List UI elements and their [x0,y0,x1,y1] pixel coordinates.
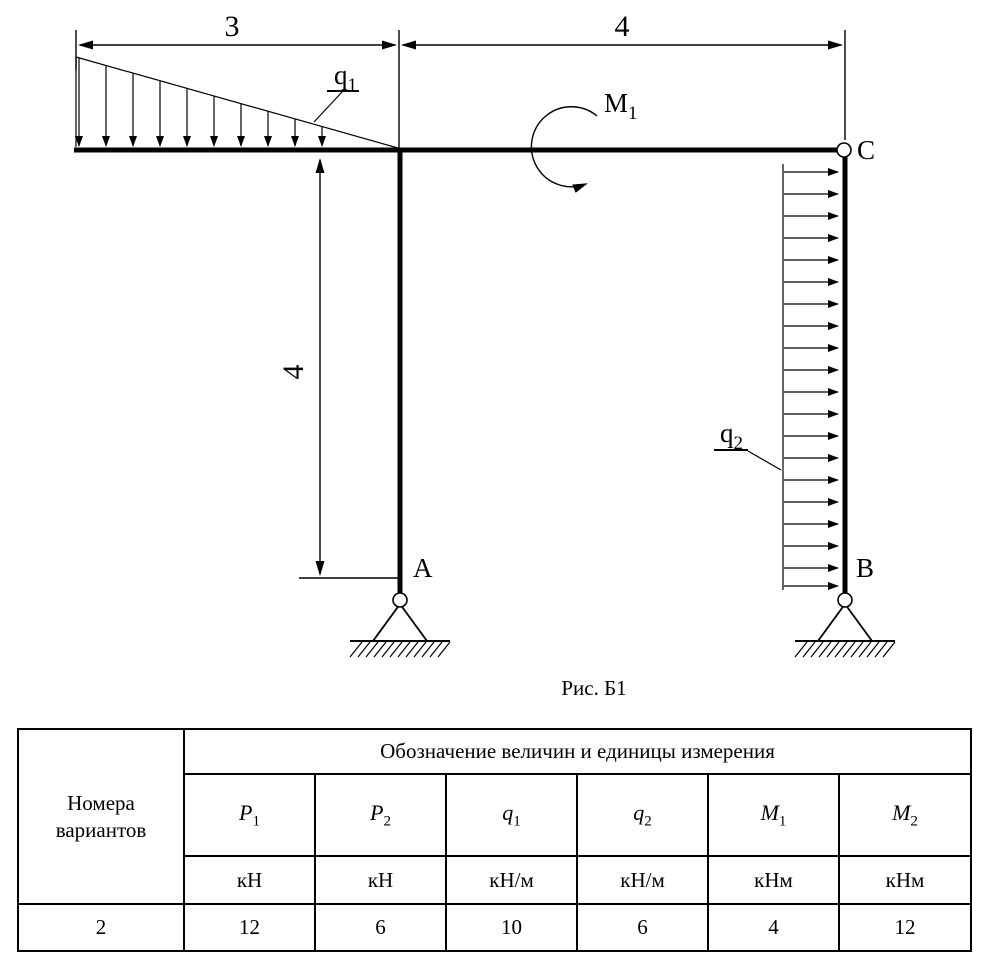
symbol-base: P [239,799,253,825]
unit-cell-q1: кН/м [445,855,578,905]
q1-slope-line [75,56,399,149]
symbol-sub: 1 [513,813,521,830]
q1-leader-line [313,91,343,123]
unit-cell-p2: кН [314,855,447,905]
unit-cell-q2: кН/м [576,855,709,905]
group-header-row: Номера вариантов Обозначение величин и е… [17,728,973,905]
q1-label: q1 [334,60,357,96]
symbol-cell-p1: P1 [183,773,316,857]
data-row: 2 12 6 10 6 4 12 [17,903,973,952]
symbol-cell-p2: P2 [314,773,447,857]
support-b [794,592,896,658]
load-q1: q1 [75,56,399,149]
value-cell-m2: 12 [837,903,973,952]
symbol-cell-m2: M2 [837,773,973,857]
moment-arc [530,106,598,193]
dim-label-top-right: 4 [615,10,630,43]
symbol-sub: 2 [383,813,391,830]
symbol-sub: 1 [778,813,787,830]
dim-label-height: 4 [277,365,310,380]
unit-cell-p1: кН [183,855,316,905]
value-cell-p1: 12 [183,903,316,952]
hinge-c-circle [836,142,852,158]
symbol-cell-q1: q1 [445,773,578,857]
frame-diagram: 3 4 q1 M [74,10,896,700]
variants-header-cell: Номера вариантов [17,728,185,905]
units-row: кН кН кН/м кН/м кНм кНм [18,855,973,905]
variant-number-cell: 2 [17,903,185,952]
dimension-left-height: 4 [277,158,398,579]
ground-hatching [794,641,896,658]
dim-label-top-left: 3 [225,10,240,43]
symbol-cell-q2: q2 [576,773,709,857]
moment-m1: M1 [530,88,638,193]
support-a [349,592,451,658]
q2-label: q2 [720,418,743,454]
variants-table: Номера вариантов Обозначение величин и е… [17,728,973,952]
value-cell-m1: 4 [707,903,840,952]
value-cell-q1: 10 [445,903,578,952]
symbol-sub: 2 [910,813,918,830]
symbol-cell-m1: M1 [707,773,840,857]
symbols-row: P1 P2 q1 q2 M1 M2 [18,773,973,857]
q2-leader-line [747,450,782,471]
node-b-label: B [856,553,874,583]
symbol-sub: 1 [252,813,260,830]
support-triangle [371,602,429,642]
support-pin-circle [837,592,853,608]
value-cell-p2: 6 [314,903,447,952]
node-a-label: A [413,553,433,583]
support-pin-circle [392,592,408,608]
symbol-base: P [370,799,384,825]
group-header-cell: Обозначение величин и единицы измерения [182,728,973,775]
support-triangle [816,602,874,642]
load-q2: q2 [714,164,839,590]
dimension-top: 3 4 [75,10,846,148]
symbol-base: M [892,799,911,825]
ground-hatching [349,641,451,658]
node-c-label: C [857,135,875,165]
value-cell-q2: 6 [576,903,709,952]
m1-label: M1 [604,88,638,124]
unit-cell-m1: кНм [707,855,840,905]
unit-cell-m2: кНм [837,855,973,905]
symbol-sub: 2 [644,813,652,830]
figure-caption: Рис. Б1 [561,676,626,700]
symbol-base: M [760,799,779,825]
symbol-base: q [502,799,514,825]
frame-members [74,147,848,593]
symbol-base: q [633,799,645,825]
